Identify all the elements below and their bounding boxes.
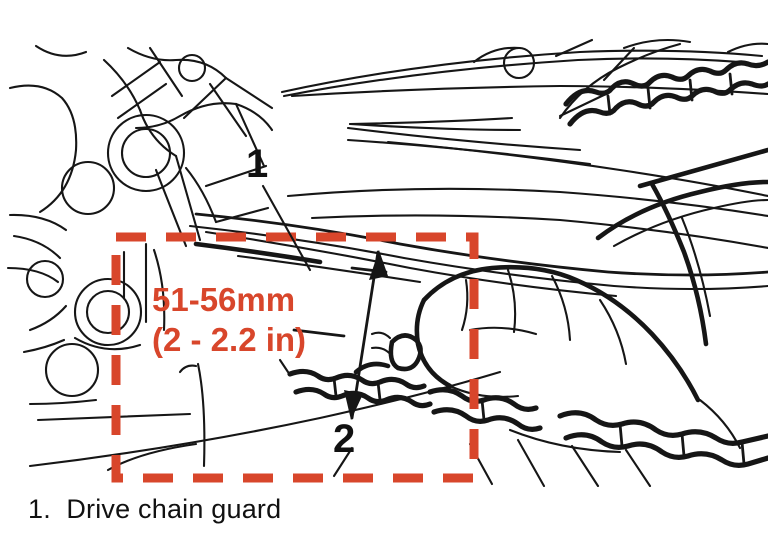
callout-label-2: 2 (332, 417, 355, 478)
technical-illustration: 51-56mm (2 - 2.2 in) 1 2 (0, 0, 768, 487)
label-number-1: 1 (246, 142, 268, 186)
figure-caption: 1. Drive chain guard (28, 494, 282, 524)
label-number-2: 2 (333, 417, 355, 461)
bolt-hole-lower (25, 259, 65, 299)
leader-line-1 (261, 184, 312, 272)
pivot-collar-outer (73, 277, 143, 347)
callout-label-1: 1 (246, 142, 312, 272)
measurement-region-box (111, 232, 479, 483)
hand-glove (353, 147, 768, 487)
illustration-background (0, 0, 768, 487)
drive-chain-upper (558, 42, 768, 127)
pivot-collar-inner (85, 289, 131, 335)
dimension-metric-text: 51-56mm (152, 281, 295, 318)
bolt-hole-left (60, 160, 116, 216)
engine-case-group (6, 44, 536, 422)
bolt-hole-upper-left (177, 53, 207, 83)
dimension-imperial-text: (2 - 2.2 in) (152, 321, 306, 358)
slack-dimension-arrow (344, 250, 388, 420)
bearing-boss-outer (106, 113, 186, 193)
drive-chain-lower (287, 368, 768, 468)
swingarm-body (280, 38, 768, 250)
dimension-arrowhead-bottom (344, 390, 363, 420)
pivot-hole-lower (44, 342, 100, 398)
leader-line-2 (332, 446, 354, 478)
dimension-arrowhead-top (369, 250, 388, 280)
